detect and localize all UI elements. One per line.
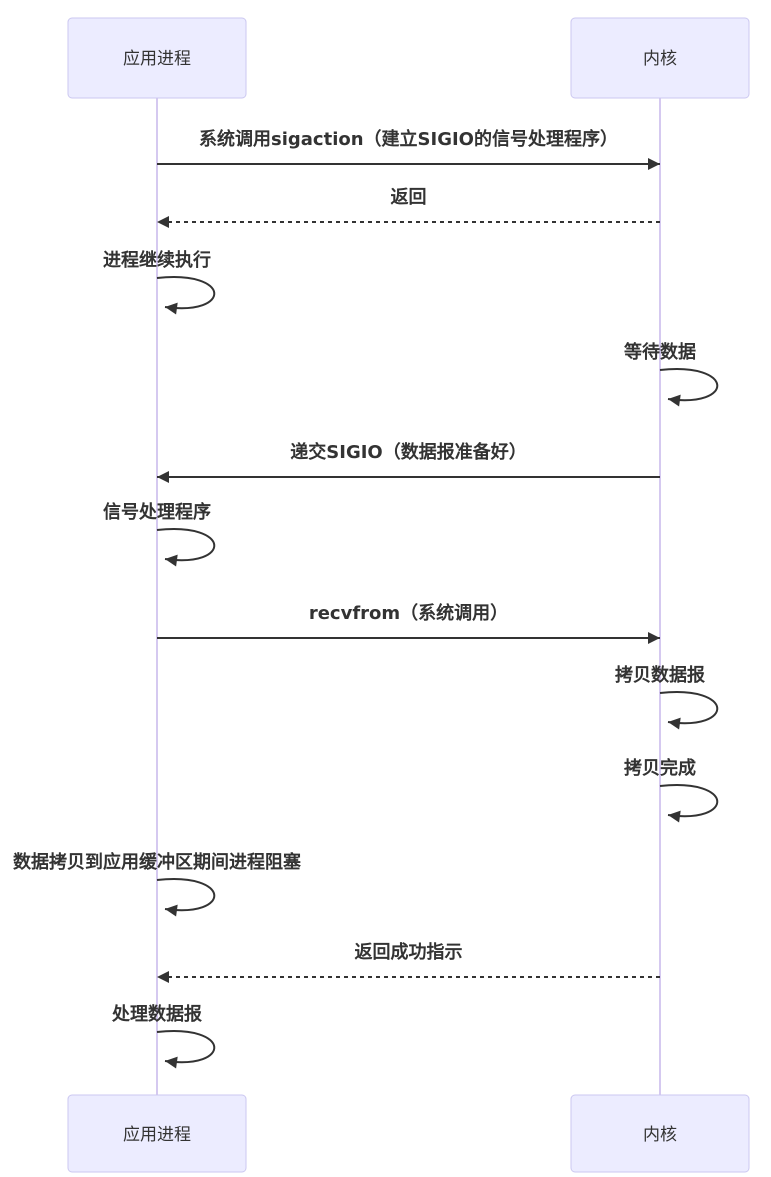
message-label: 拷贝数据报 [615,664,705,686]
actor-boxes-layer: 应用进程 内核 应用进程 内核 [67,17,750,1173]
lifelines-layer [156,98,661,1095]
message: 返回成功指示 [157,941,660,983]
message-label: 拷贝完成 [624,757,696,779]
message-label: 信号处理程序 [103,501,211,523]
actor-label-kernel: 内核 [643,49,677,69]
self-message: 等待数据 [624,341,719,407]
message-label: 进程继续执行 [103,249,211,271]
actor-rect [570,1094,750,1173]
self-message: 处理数据报 [111,1003,216,1069]
actor-rect [67,1094,247,1173]
actor-rect [570,17,750,99]
self-loop-arrow [156,878,216,917]
self-loop-arrow [156,528,216,567]
message: 返回 [157,187,660,228]
message-label: 递交SIGIO（数据报准备好） [290,441,526,463]
actor-box-kernel-bottom: 内核 [570,1094,750,1173]
self-message: 进程继续执行 [103,249,216,315]
actor-label-kernel: 内核 [643,1125,677,1145]
self-message: 拷贝数据报 [615,664,719,730]
self-loop-arrow [156,276,216,315]
message-label: 返回成功指示 [355,941,463,963]
self-message: 拷贝完成 [624,757,719,823]
message-label: 返回 [391,187,427,208]
message-label: 系统调用sigaction（建立SIGIO的信号处理程序） [199,128,618,150]
message-label: 处理数据报 [111,1003,202,1025]
actor-box-app-top: 应用进程 [67,17,247,99]
self-message: 数据拷贝到应用缓冲区期间进程阻塞 [13,851,302,917]
actor-box-app-bottom: 应用进程 [67,1094,247,1173]
self-loop-arrow [156,1030,216,1069]
messages-layer: 系统调用sigaction（建立SIGIO的信号处理程序） 返回进程继续执行等待数… [13,128,719,1069]
message-label: 等待数据 [624,341,696,363]
self-message: 信号处理程序 [103,501,216,567]
actor-box-kernel-top: 内核 [570,17,750,99]
message: 递交SIGIO（数据报准备好） [157,441,660,483]
actor-label-app: 应用进程 [123,1125,191,1145]
actor-rect [67,17,247,99]
message: recvfrom（系统调用） [157,602,660,644]
message: 系统调用sigaction（建立SIGIO的信号处理程序） [157,128,660,170]
message-label: recvfrom（系统调用） [309,602,508,624]
message-label: 数据拷贝到应用缓冲区期间进程阻塞 [13,851,302,873]
actor-label-app: 应用进程 [123,49,191,69]
self-loop-arrow [659,784,719,823]
self-loop-arrow [659,368,719,407]
self-loop-arrow [659,691,719,730]
